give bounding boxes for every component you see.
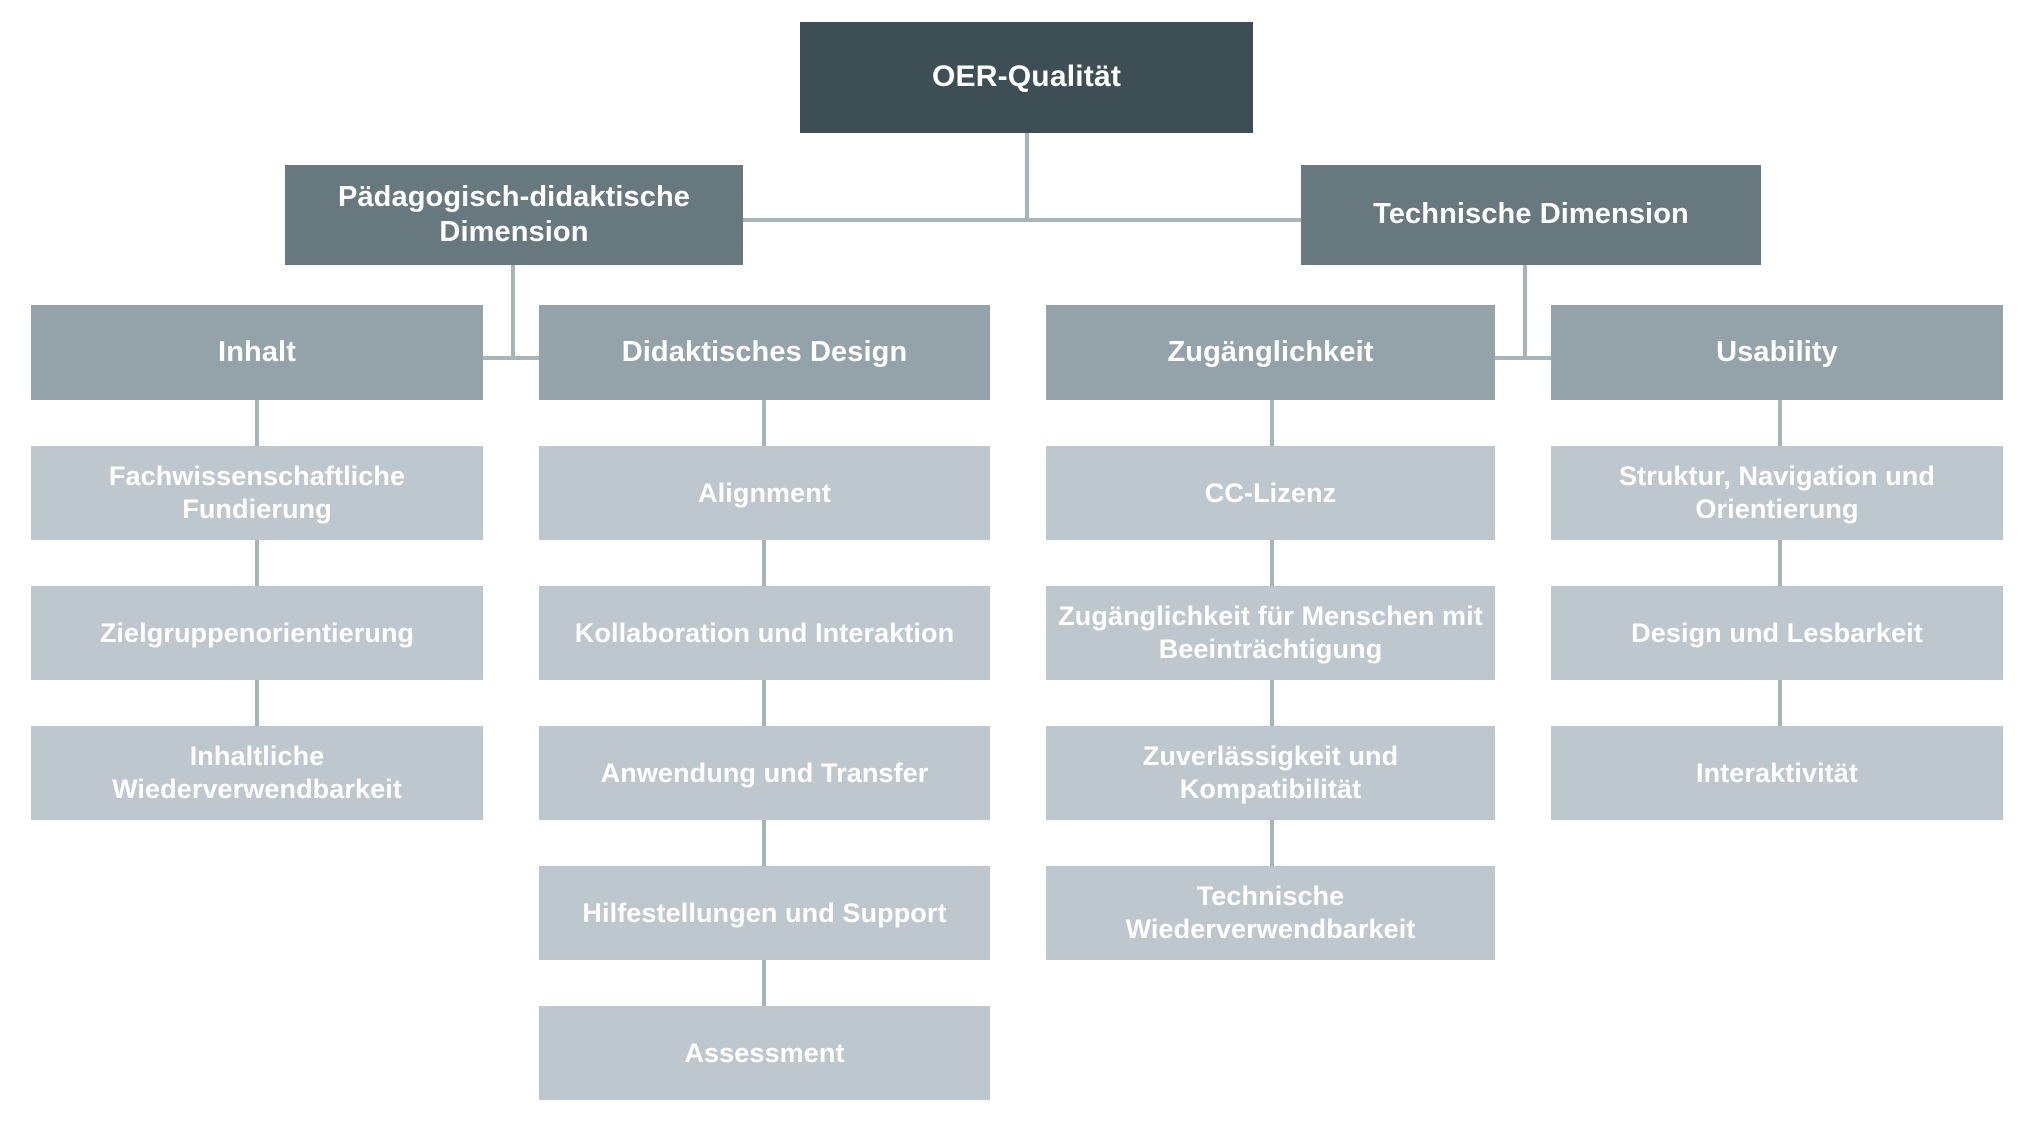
connector-didaktik-2 [762,540,766,586]
node-leaf-cc-lizenz[interactable]: CC-Lizenz [1046,446,1495,540]
connector-tech-crossbar [1495,356,1551,360]
connector-zugang-2 [1270,540,1274,586]
node-leaf-hilfestellungen-und-support[interactable]: Hilfestellungen und Support [539,866,990,960]
node-leaf-fachwissenschaftliche-fundierung[interactable]: Fachwissenschaftliche Fundierung [31,446,483,540]
node-root-oer-qualitaet[interactable]: OER-Qualität [800,22,1253,133]
node-category-didaktisches-design[interactable]: Didaktisches Design [539,305,990,400]
node-leaf-anwendung-und-transfer[interactable]: Anwendung und Transfer [539,726,990,820]
node-dimension-paedagogisch-didaktische[interactable]: Pädagogisch-didaktische Dimension [285,165,743,265]
connector-zugang-4 [1270,820,1274,866]
node-leaf-zuverlaessigkeit-und-kompatibilitaet[interactable]: Zuverlässigkeit und Kompatibilität [1046,726,1495,820]
connector-root-crossbar [743,218,1301,222]
node-leaf-alignment[interactable]: Alignment [539,446,990,540]
node-leaf-zugaenglichkeit-fuer-menschen-mit-beeintraechtigung[interactable]: Zugänglichkeit für Menschen mit Beeinträ… [1046,586,1495,680]
connector-tech-stem [1523,265,1527,360]
connector-paed-crossbar [483,356,539,360]
node-leaf-zielgruppenorientierung[interactable]: Zielgruppenorientierung [31,586,483,680]
node-leaf-struktur-navigation-und-orientierung[interactable]: Struktur, Navigation und Orientierung [1551,446,2003,540]
node-leaf-kollaboration-und-interaktion[interactable]: Kollaboration und Interaktion [539,586,990,680]
connector-root-stem [1025,133,1029,222]
connector-didaktik-4 [762,820,766,866]
node-category-zugaenglichkeit[interactable]: Zugänglichkeit [1046,305,1495,400]
connector-didaktik-5 [762,960,766,1006]
connector-paed-stem [511,265,515,360]
node-category-inhalt[interactable]: Inhalt [31,305,483,400]
node-category-usability[interactable]: Usability [1551,305,2003,400]
connector-didaktik-3 [762,680,766,726]
connector-usability-2 [1778,540,1782,586]
connector-didaktik-1 [762,400,766,446]
node-leaf-design-und-lesbarkeit[interactable]: Design und Lesbarkeit [1551,586,2003,680]
node-leaf-technische-wiederverwendbarkeit[interactable]: Technische Wiederverwendbarkeit [1046,866,1495,960]
connector-zugang-3 [1270,680,1274,726]
node-leaf-inhaltliche-wiederverwendbarkeit[interactable]: Inhaltliche Wiederverwendbarkeit [31,726,483,820]
node-leaf-interaktivitaet[interactable]: Interaktivität [1551,726,2003,820]
connector-zugang-1 [1270,400,1274,446]
node-dimension-technische[interactable]: Technische Dimension [1301,165,1761,265]
node-leaf-assessment[interactable]: Assessment [539,1006,990,1100]
connector-inhalt-2 [255,540,259,586]
connector-inhalt-3 [255,680,259,726]
connector-usability-3 [1778,680,1782,726]
connector-usability-1 [1778,400,1782,446]
connector-inhalt-1 [255,400,259,446]
